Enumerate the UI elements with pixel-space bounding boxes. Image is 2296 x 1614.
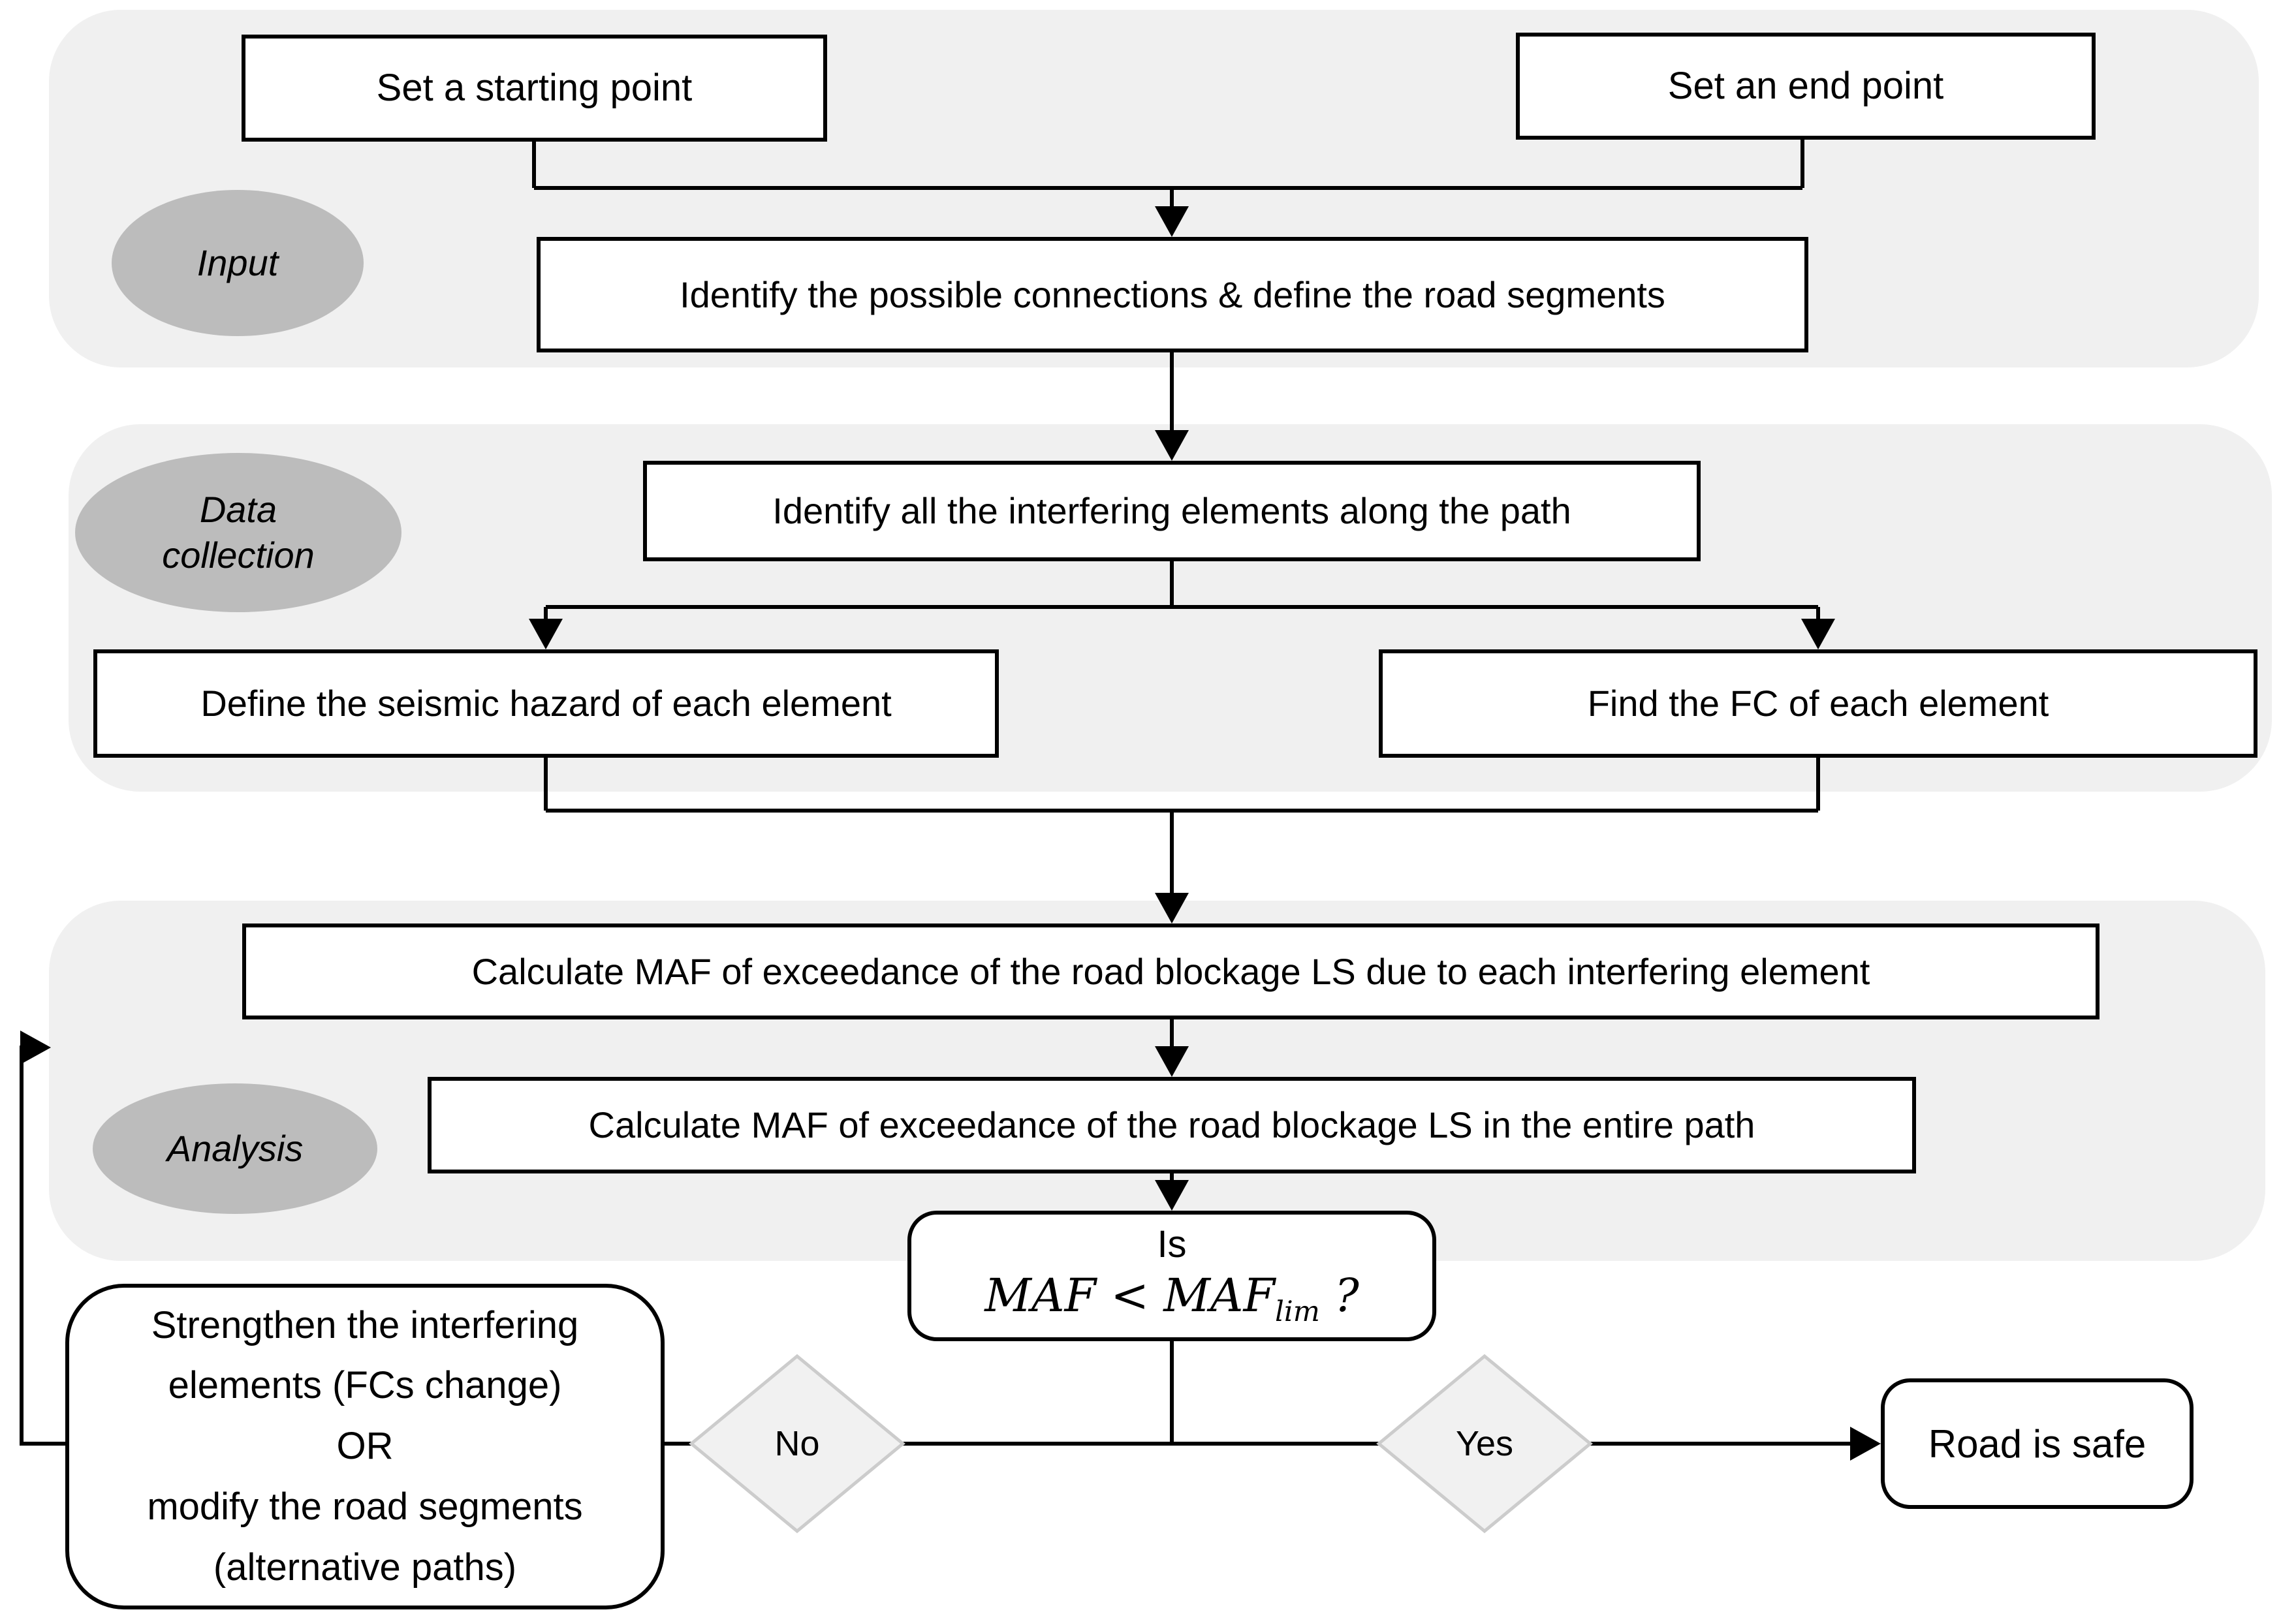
strengthen-line-4: modify the road segments [147,1485,583,1528]
node-set-end-point: Set an end point [1516,33,2096,140]
strengthen-line-1: Strengthen the interfering [151,1303,579,1346]
strengthen-line-2: elements (FCs change) [168,1364,562,1407]
branch-label-yes: Yes [1455,1424,1514,1463]
arrowhead-feedback [20,1031,51,1064]
node-road-is-safe: Road is safe [1881,1378,2194,1509]
arrowhead-into-interfering [1155,430,1189,461]
arrowhead-into-maf-each [1155,893,1189,923]
arrowhead-into-maf-path [1155,1046,1189,1077]
strengthen-line-3: OR [336,1425,394,1468]
phase-ellipse-input: Input [112,190,364,336]
decision-formula-subscript: lim [1275,1296,1320,1329]
phase-ellipse-data-collection: Data collection [75,453,401,612]
yes-diamond [1376,1354,1593,1534]
node-calc-maf-each-element: Calculate MAF of exceedance of the road … [242,923,2099,1019]
arrowhead-into-decision [1155,1180,1189,1211]
phase-label-analysis: Analysis [166,1128,304,1169]
no-diamond [689,1354,905,1534]
phase-label-input: Input [197,242,279,283]
node-identify-interfering-elements: Identify all the interfering elements al… [643,461,1701,561]
phase-ellipse-analysis: Analysis [93,1083,377,1214]
node-decision-maf-limit: Is MAF < MAFlim ? [907,1211,1436,1341]
decision-formula: MAF < MAFlim ? [984,1269,1359,1329]
node-identify-connections: Identify the possible connections & defi… [537,237,1808,352]
phase-label-data-collection: Data collection [162,489,315,576]
decision-question-word: Is [1157,1223,1187,1266]
node-calc-maf-entire-path: Calculate MAF of exceedance of the road … [428,1077,1916,1173]
branch-label-no: No [774,1424,820,1463]
edge-feedback [20,1046,65,1446]
node-find-fc: Find the FC of each element [1379,649,2257,758]
node-strengthen-or-modify: Strengthen the interfering elements (FCs… [65,1284,665,1609]
arrowhead-into-connections [1155,206,1189,237]
arrowhead-into-hazard [529,619,563,649]
arrowhead-into-findfc [1801,619,1835,649]
node-define-seismic-hazard: Define the seismic hazard of each elemen… [93,649,999,758]
arrowhead-into-roadsafe [1850,1427,1881,1461]
node-set-starting-point: Set a starting point [242,35,827,142]
strengthen-line-5: (alternative paths) [213,1545,517,1589]
